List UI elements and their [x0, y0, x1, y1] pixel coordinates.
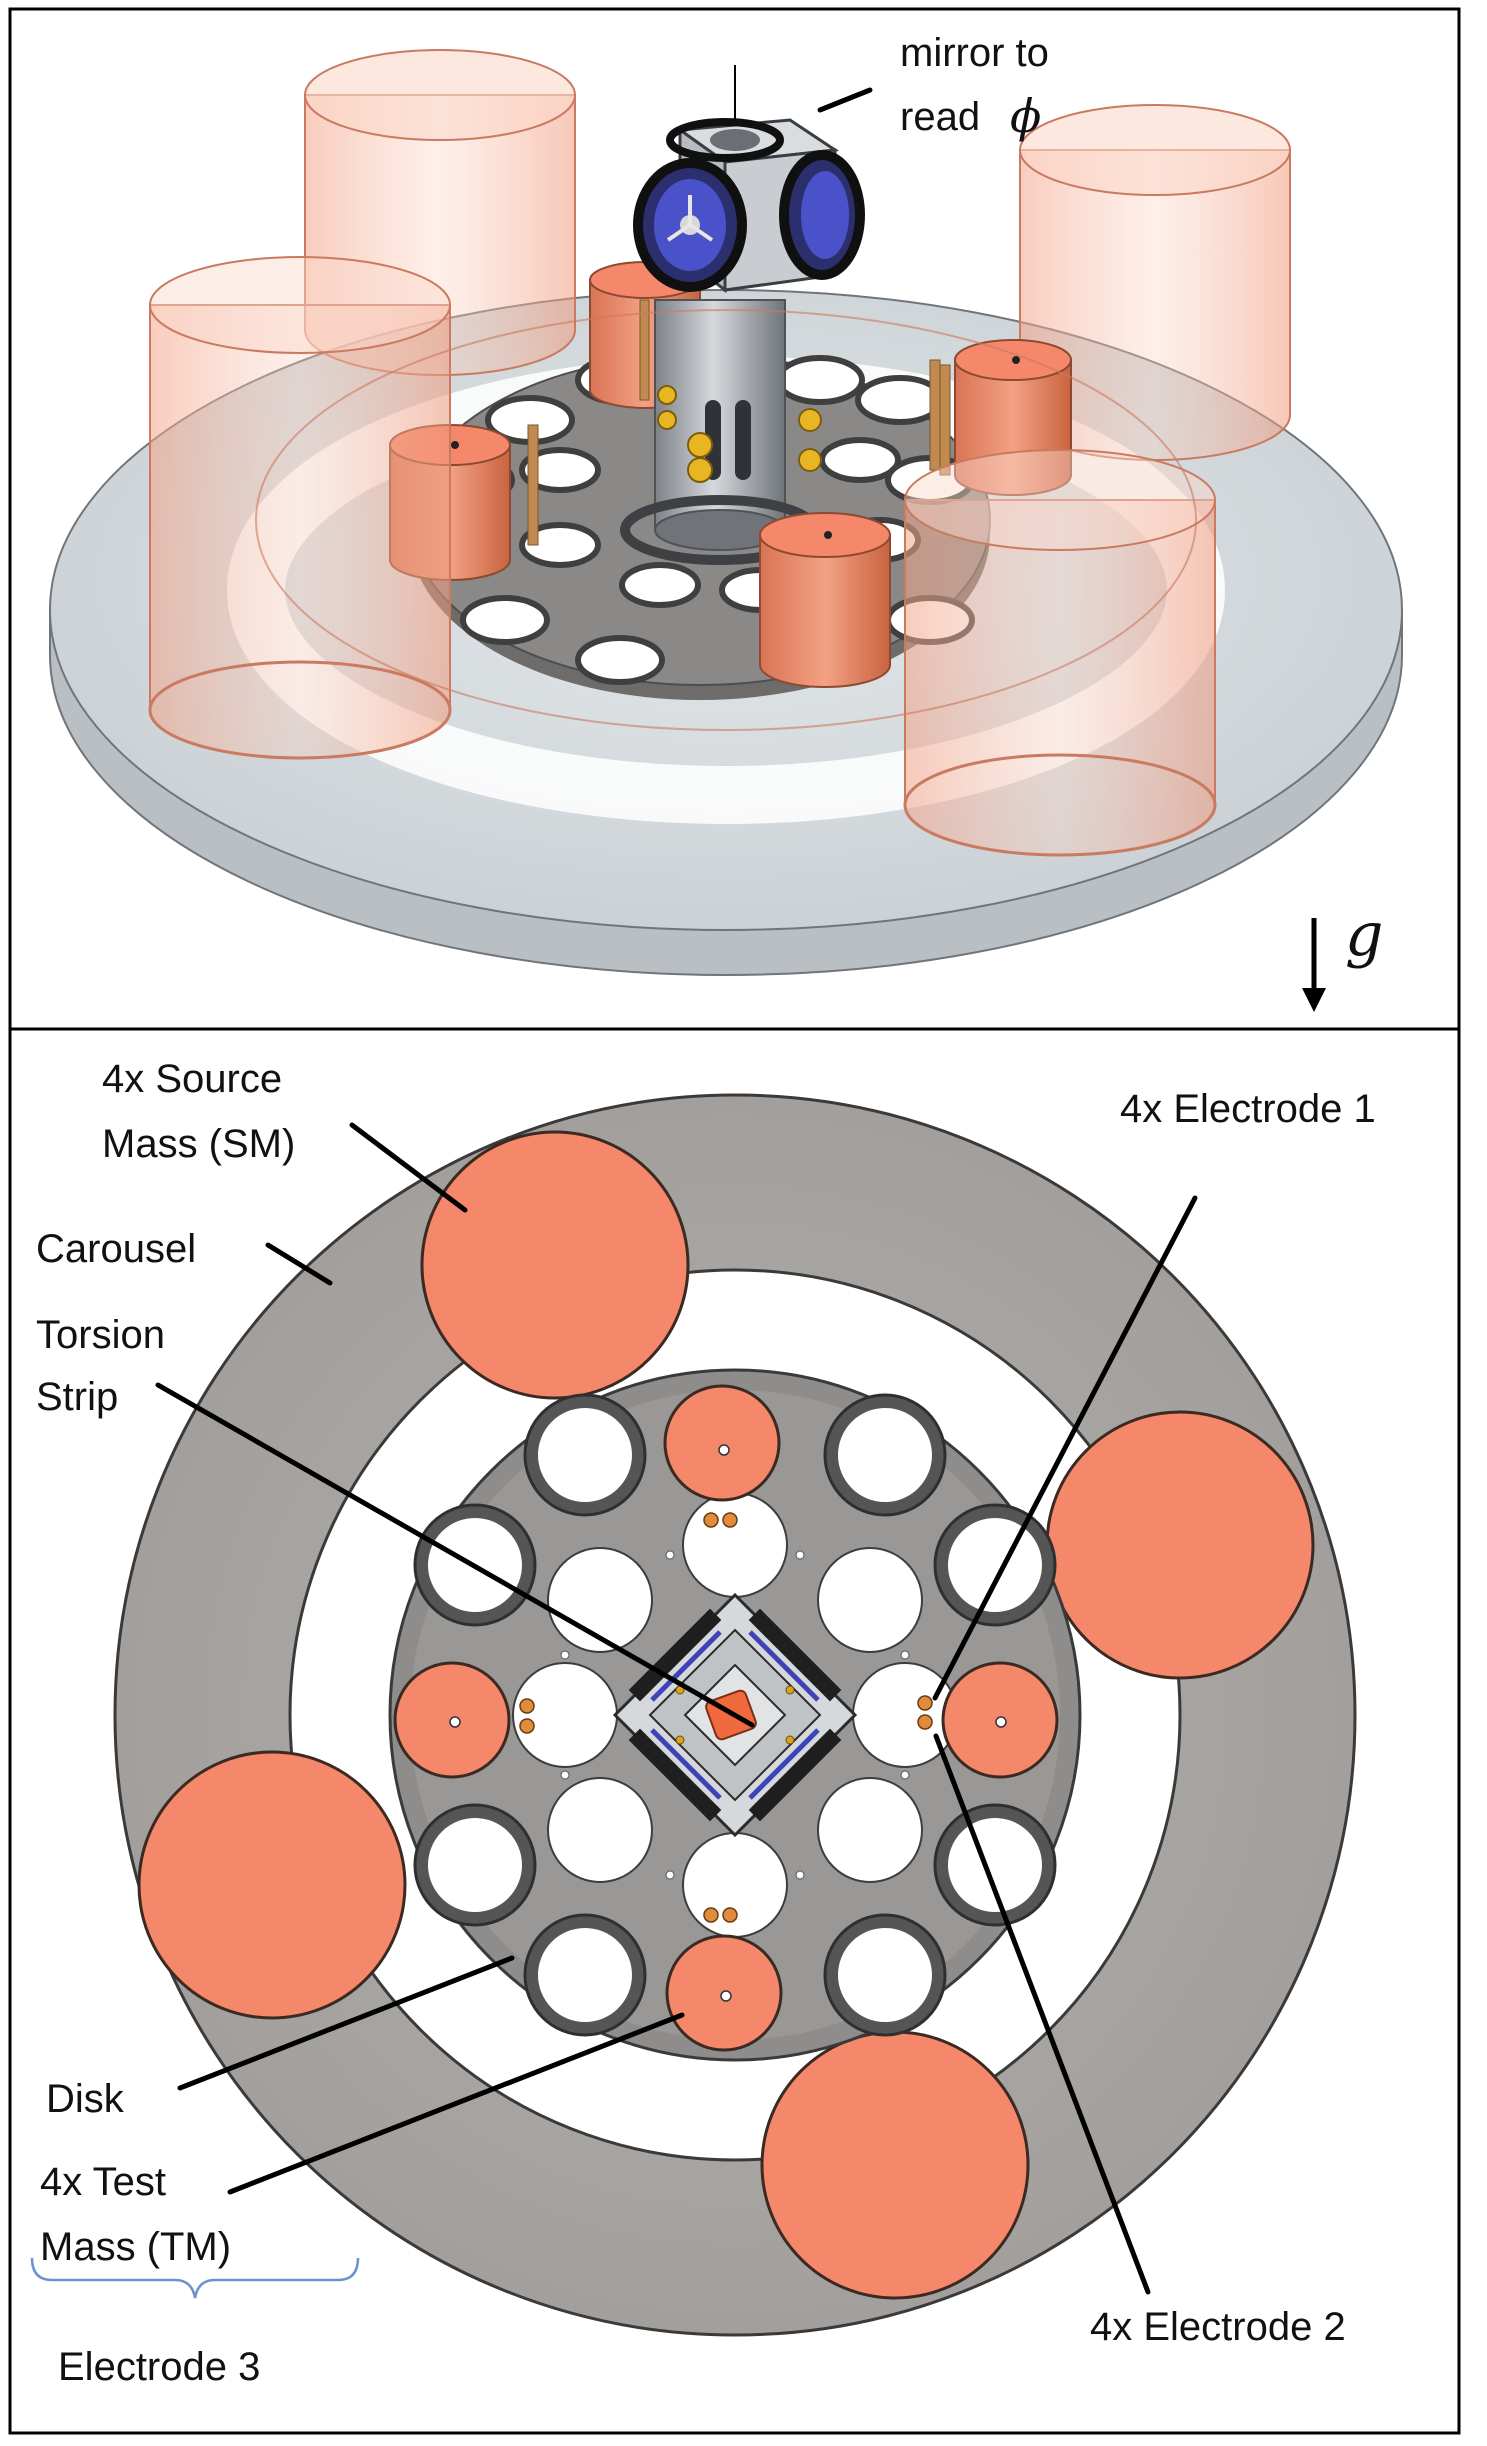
mirror-label-line2: read — [900, 95, 980, 139]
source-mass-right — [1045, 1410, 1315, 1680]
gravity-label: g — [1345, 900, 1383, 970]
tm-label-line2: Mass (TM) — [40, 2225, 231, 2269]
bottom-panel-frame — [8, 1027, 1461, 2435]
torsion-leader — [155, 1382, 755, 1728]
sm-label-line2: Mass (SM) — [102, 1122, 295, 1166]
carousel-label: Carousel — [36, 1227, 196, 1271]
torsion-label-line2: Strip — [36, 1375, 118, 1419]
sm-label-line1: 4x Source — [102, 1057, 282, 1101]
disk-outer-holes — [413, 1393, 1057, 2037]
electrode2-leader — [933, 1733, 1151, 2295]
test-mass-top — [663, 1384, 781, 1502]
source-mass-left — [137, 1750, 407, 2020]
down-arrow-icon — [1302, 918, 1326, 1012]
disk-screw-holes — [560, 1550, 910, 1880]
mirror-cube-icon — [633, 65, 865, 294]
carousel-leader — [265, 1242, 333, 1286]
source-masses — [137, 1130, 1315, 2300]
electrode1-leader — [932, 1195, 1198, 1701]
pendulum-post — [620, 299, 820, 565]
carousel-3d-outline — [255, 309, 1197, 731]
source-mass-bottom — [760, 2030, 1030, 2300]
torsion-label-line1: Torsion — [36, 1313, 165, 1357]
disk-leader — [177, 1955, 515, 2091]
tm-label-line1: 4x Test — [40, 2160, 166, 2204]
test-mass-3d-front — [759, 512, 891, 688]
source-mass-front-left — [148, 256, 452, 760]
phi-symbol: ϕ — [1010, 89, 1041, 143]
tm-leader — [227, 2012, 685, 2195]
top-3d-view: mirror to read ϕ g — [49, 31, 1403, 1012]
test-mass-3d-right — [954, 339, 1072, 496]
bottom-plan-view: 4x Source Mass (SM) Carousel Torsion Str… — [30, 1057, 1376, 2389]
electrode3-label: Electrode 3 — [58, 2345, 260, 2389]
source-mass-back-right — [1019, 104, 1291, 461]
electrodes — [519, 1512, 933, 1923]
source-mass-front-right — [903, 449, 1217, 857]
sm-leader — [349, 1122, 468, 1213]
gold-screws-3d — [657, 385, 822, 483]
electrode3-brace — [30, 2257, 360, 2299]
disk-inner-holes — [512, 1492, 958, 1938]
electrode-rods-3d — [527, 299, 951, 546]
electrode2-label: 4x Electrode 2 — [1090, 2305, 1346, 2349]
test-mass-centers — [449, 1444, 1007, 2002]
source-mass-top — [420, 1130, 690, 1400]
disk-label: Disk — [46, 2077, 125, 2121]
mirror-label-line1: mirror to — [900, 31, 1049, 75]
electrode1-label: 4x Electrode 1 — [1120, 1087, 1376, 1131]
mirror-leader — [817, 87, 873, 113]
